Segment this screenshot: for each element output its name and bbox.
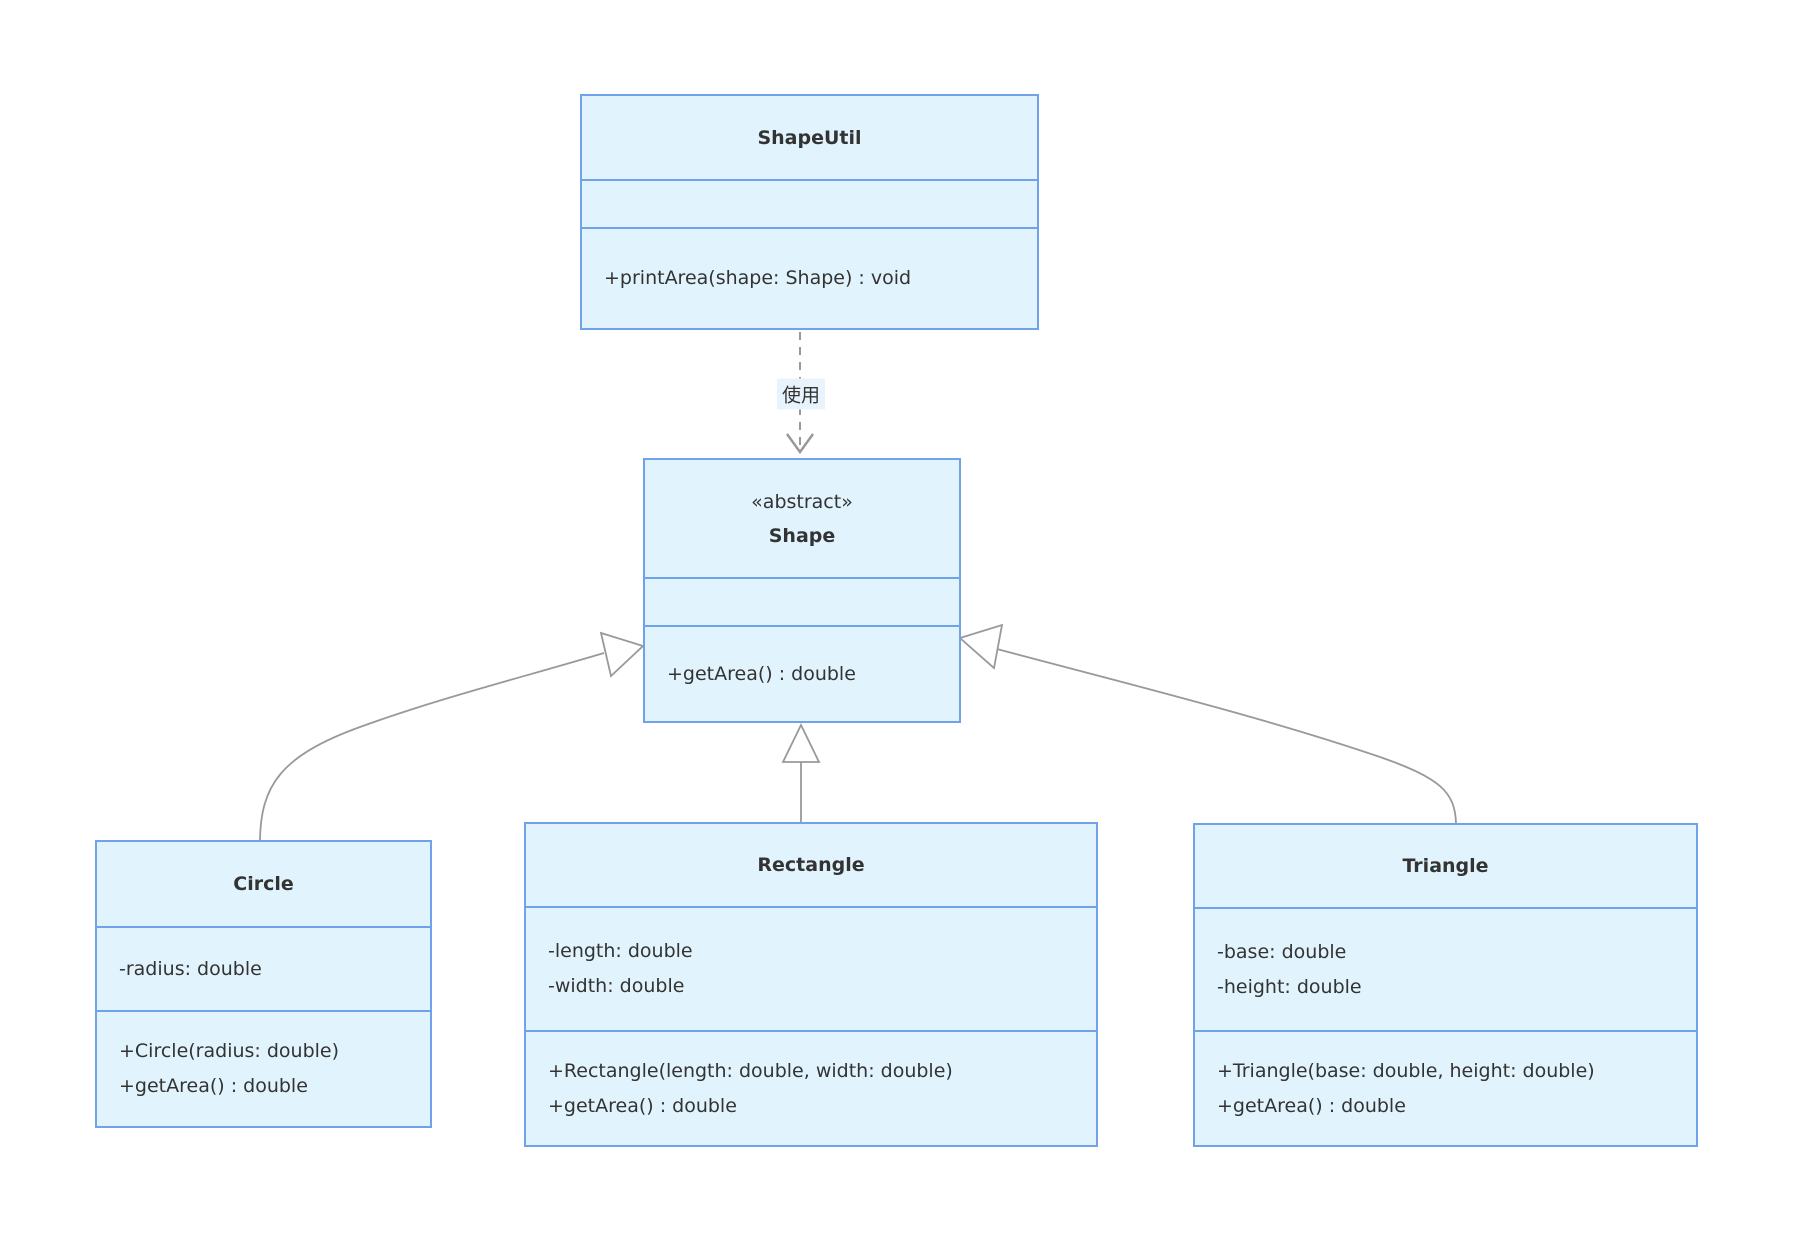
class-title-shapeutil: ShapeUtil	[582, 96, 1037, 181]
class-methods-rectangle: +Rectangle(length: double, width: double…	[526, 1030, 1096, 1145]
class-methods-shapeutil: +printArea(shape: Shape) : void	[582, 227, 1037, 328]
inheritance-edge-circle-shape	[259, 652, 605, 841]
class-method: +getArea() : double	[548, 1094, 737, 1117]
class-method: +getArea() : double	[1217, 1094, 1406, 1117]
class-name: Shape	[768, 524, 836, 547]
class-attributes-shapeutil	[582, 181, 1037, 227]
class-method: +Circle(radius: double)	[119, 1040, 340, 1062]
class-attribute: -width: double	[548, 975, 685, 997]
inheritance-edge-triangle-shape	[996, 648, 1457, 824]
inheritance-arrowhead-triangle-icon	[958, 623, 1004, 670]
class-box-triangle: Triangle -base: double -height: double +…	[1193, 823, 1698, 1147]
class-methods-shape: +getArea() : double	[645, 625, 959, 721]
class-methods-circle: +Circle(radius: double) +getArea() : dou…	[97, 1010, 430, 1126]
class-box-circle: Circle -radius: double +Circle(radius: d…	[95, 840, 432, 1128]
dependency-arrowhead-icon	[785, 433, 815, 455]
class-box-rectangle: Rectangle -length: double -width: double…	[524, 822, 1098, 1147]
class-annotation: «abstract»	[751, 490, 853, 513]
class-title-rectangle: Rectangle	[526, 824, 1096, 908]
class-title-circle: Circle	[97, 842, 430, 928]
class-methods-triangle: +Triangle(base: double, height: double) …	[1195, 1030, 1696, 1145]
inheritance-arrowhead-circle-icon	[599, 631, 645, 678]
class-method: +printArea(shape: Shape) : void	[604, 267, 912, 289]
class-title-triangle: Triangle	[1195, 825, 1696, 909]
class-attributes-circle: -radius: double	[97, 928, 430, 1010]
class-method: +getArea() : double	[667, 662, 856, 685]
class-box-shapeutil: ShapeUtil +printArea(shape: Shape) : voi…	[580, 94, 1039, 330]
class-attribute: -base: double	[1217, 940, 1347, 963]
inheritance-arrowhead-rectangle-icon	[781, 722, 821, 763]
class-title-shape: «abstract» Shape	[645, 460, 959, 579]
class-attributes-rectangle: -length: double -width: double	[526, 908, 1096, 1030]
class-attributes-shape	[645, 579, 959, 625]
class-method: +Triangle(base: double, height: double)	[1217, 1059, 1595, 1082]
class-method: +Rectangle(length: double, width: double…	[548, 1059, 953, 1082]
class-method: +getArea() : double	[119, 1075, 308, 1097]
class-attribute: -height: double	[1217, 975, 1362, 998]
dependency-label: 使用	[776, 378, 826, 410]
class-box-shape: «abstract» Shape +getArea() : double	[643, 458, 961, 723]
class-attribute: -radius: double	[119, 957, 262, 980]
class-attributes-triangle: -base: double -height: double	[1195, 909, 1696, 1030]
class-attribute: -length: double	[548, 940, 693, 962]
